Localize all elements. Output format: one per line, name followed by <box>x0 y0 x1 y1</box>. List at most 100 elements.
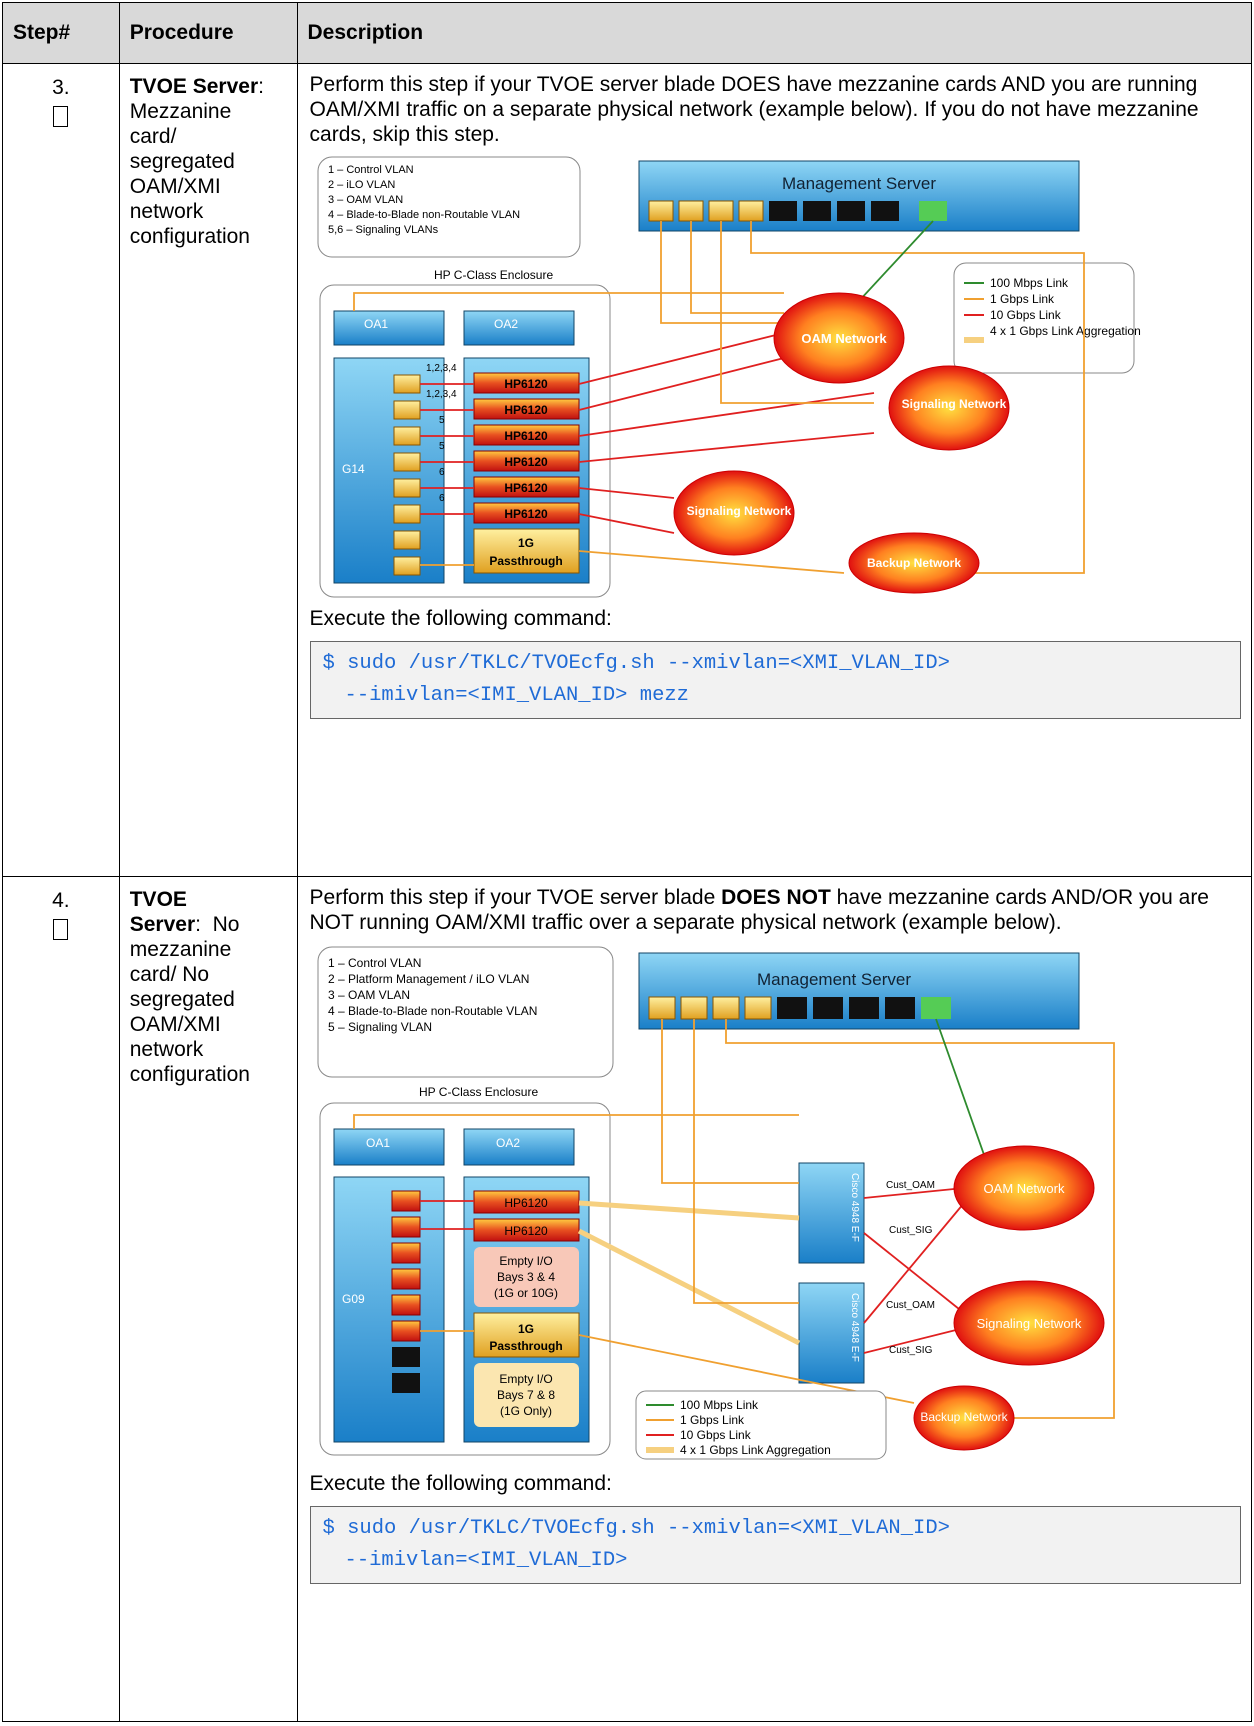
passthrough-label: 1G <box>518 1322 534 1336</box>
svg-text:OAM Network: OAM Network <box>983 1181 1064 1196</box>
server-ports <box>648 200 947 222</box>
description-cell: Perform this step if your TVOE server bl… <box>296 876 1253 1722</box>
oa2-label: OA2 <box>494 317 518 331</box>
vlan-legend-line: 3 – OAM VLAN <box>328 988 410 1002</box>
procedure-cell: TVOE Server: No mezzanine card/ No segre… <box>118 876 298 1722</box>
procedure-line: network <box>129 1038 204 1061</box>
step-checkbox[interactable] <box>53 919 69 940</box>
blade-ports <box>391 1190 421 1393</box>
signaling-network-cloud: Signaling Network <box>953 1280 1105 1366</box>
link-legend-line: 10 Gbps Link <box>990 308 1062 322</box>
description-cell: Perform this step if your TVOE server bl… <box>296 63 1253 877</box>
vlan-legend-line: 1 – Control VLAN <box>328 956 421 970</box>
switch-label: HP6120 <box>504 507 548 521</box>
svg-text:Cisco 4948 E-F: Cisco 4948 E-F <box>849 1173 860 1242</box>
backup-network-cloud: Backup Network <box>848 532 980 594</box>
procedure-line: card/ No <box>129 963 210 986</box>
enclosure-label: HP C-Class Enclosure <box>419 1085 538 1099</box>
step-checkbox[interactable] <box>53 106 69 127</box>
procedure-title: Server <box>129 913 196 936</box>
empty-bay-label: Bays 7 & 8 <box>497 1388 555 1402</box>
svg-text:Cust_OAM: Cust_OAM <box>886 1300 935 1311</box>
svg-text:Backup Network: Backup Network <box>920 1410 1008 1424</box>
command-block: $ sudo /usr/TKLC/TVOEcfg.sh --xmivlan=<X… <box>309 1506 1241 1584</box>
svg-text:Signaling Network: Signaling Network <box>976 1316 1081 1331</box>
vlan-labels: 1,2,3,4 1,2,3,4 5 5 6 6 <box>426 363 457 504</box>
step-description: Perform this step if your TVOE server bl… <box>309 73 1199 146</box>
link-legend-line: 1 Gbps Link <box>990 292 1055 306</box>
network-links <box>352 1018 1115 1419</box>
network-diagram-no-mezzanine: 1 – Control VLAN 2 – Platform Management… <box>317 946 1115 1460</box>
command-line: $ sudo /usr/TKLC/TVOEcfg.sh --xmivlan=<X… <box>322 652 950 675</box>
link-legend-line: 1 Gbps Link <box>680 1413 745 1427</box>
switch-label: HP6120 <box>504 1196 548 1210</box>
link-legend-line: 4 x 1 Gbps Link Aggregation <box>990 324 1141 338</box>
vlan-legend-box <box>317 946 614 1078</box>
link-legend-line: 100 Mbps Link <box>680 1398 759 1412</box>
procedure-line: segregated <box>129 150 235 173</box>
link-legend-line: 100 Mbps Link <box>990 276 1069 290</box>
execute-label: Execute the following command: <box>309 607 612 630</box>
header-procedure: Procedure <box>118 2 298 64</box>
cisco-switch-1: Cisco 4948 E-F <box>798 1162 865 1264</box>
svg-text:Cisco 4948 E-F: Cisco 4948 E-F <box>849 1293 860 1362</box>
svg-text:Cust_SIG: Cust_SIG <box>889 1345 933 1356</box>
procedure-line: : No <box>195 913 240 936</box>
enclosure-box <box>319 284 611 598</box>
link-legend-box <box>953 262 1135 374</box>
step-description: Perform this step if your TVOE server bl… <box>309 886 1209 934</box>
switch-label: HP6120 <box>504 481 548 495</box>
oa2-module <box>463 310 575 346</box>
vlan-legend-line: 2 – iLO VLAN <box>328 179 395 191</box>
vlan-legend-line: 4 – Blade-to-Blade non-Routable VLAN <box>328 209 520 221</box>
blade <box>333 357 445 584</box>
svg-text:6: 6 <box>439 493 445 504</box>
procedure-line: segregated <box>129 988 235 1011</box>
svg-text:6: 6 <box>439 467 445 478</box>
cisco-link-labels: Cust_OAM Cust_SIG Cust_OAM Cust_SIG <box>886 1180 935 1356</box>
enclosure-box <box>319 1102 611 1456</box>
vlan-legend-box <box>317 156 581 258</box>
oa1-module <box>333 1128 445 1166</box>
svg-text:5: 5 <box>439 415 445 426</box>
signaling-network-2-cloud: Signaling Network 2 <box>673 470 801 556</box>
management-server-label: Management Server <box>757 970 911 989</box>
empty-bay-label: Empty I/O <box>499 1254 552 1268</box>
empty-bay-label: (1G Only) <box>500 1404 552 1418</box>
procedure-line: OAM/XMI <box>129 175 221 198</box>
passthrough-label: Passthrough <box>489 1339 562 1353</box>
command-line: --imivlan=<IMI_VLAN_ID> <box>344 1549 628 1572</box>
header-row: Step# Procedure Description <box>2 2 1253 64</box>
svg-text:OAM Network: OAM Network <box>801 331 887 346</box>
blade-label: G09 <box>342 1292 365 1306</box>
cisco-switch-2: Cisco 4948 E-F <box>798 1282 865 1384</box>
switch-label: HP6120 <box>504 1224 548 1238</box>
switch-label: HP6120 <box>504 429 548 443</box>
management-server-label: Management Server <box>782 174 936 193</box>
svg-text:Backup Network: Backup Network <box>867 556 961 570</box>
svg-text:5: 5 <box>439 441 445 452</box>
step-number-cell: 3. <box>2 63 120 877</box>
command-block: $ sudo /usr/TKLC/TVOEcfg.sh --xmivlan=<X… <box>309 641 1241 719</box>
vlan-legend-line: 1 – Control VLAN <box>328 164 414 176</box>
blade <box>333 1176 445 1443</box>
step-row-3: 3. TVOE Server: Mezzanine card/ segregat… <box>2 63 1253 877</box>
step-number: 3. <box>52 76 70 99</box>
header-description: Description <box>296 2 1253 64</box>
switch-modules: HP6120 HP6120 HP6120 HP6120 HP6120 HP612… <box>473 372 580 574</box>
link-legend-line: 10 Gbps Link <box>680 1428 752 1442</box>
step-number-cell: 4. <box>2 876 120 1722</box>
header-step: Step# <box>2 2 120 64</box>
server-ports <box>648 996 951 1020</box>
oa1-label: OA1 <box>364 317 388 331</box>
procedure-title: TVOE Server <box>129 75 259 98</box>
enclosure-label: HP C-Class Enclosure <box>434 268 553 282</box>
procedure-line: network <box>129 200 204 223</box>
passthrough-label: 1G <box>518 536 534 550</box>
procedure-line: configuration <box>129 1063 250 1086</box>
oam-network-cloud: OAM Network <box>953 1145 1095 1231</box>
vlan-legend-line: 5,6 – Signaling VLANs <box>328 224 439 236</box>
oam-network-cloud: OAM Network <box>773 292 905 384</box>
svg-text:1,2,3,4: 1,2,3,4 <box>426 363 457 374</box>
